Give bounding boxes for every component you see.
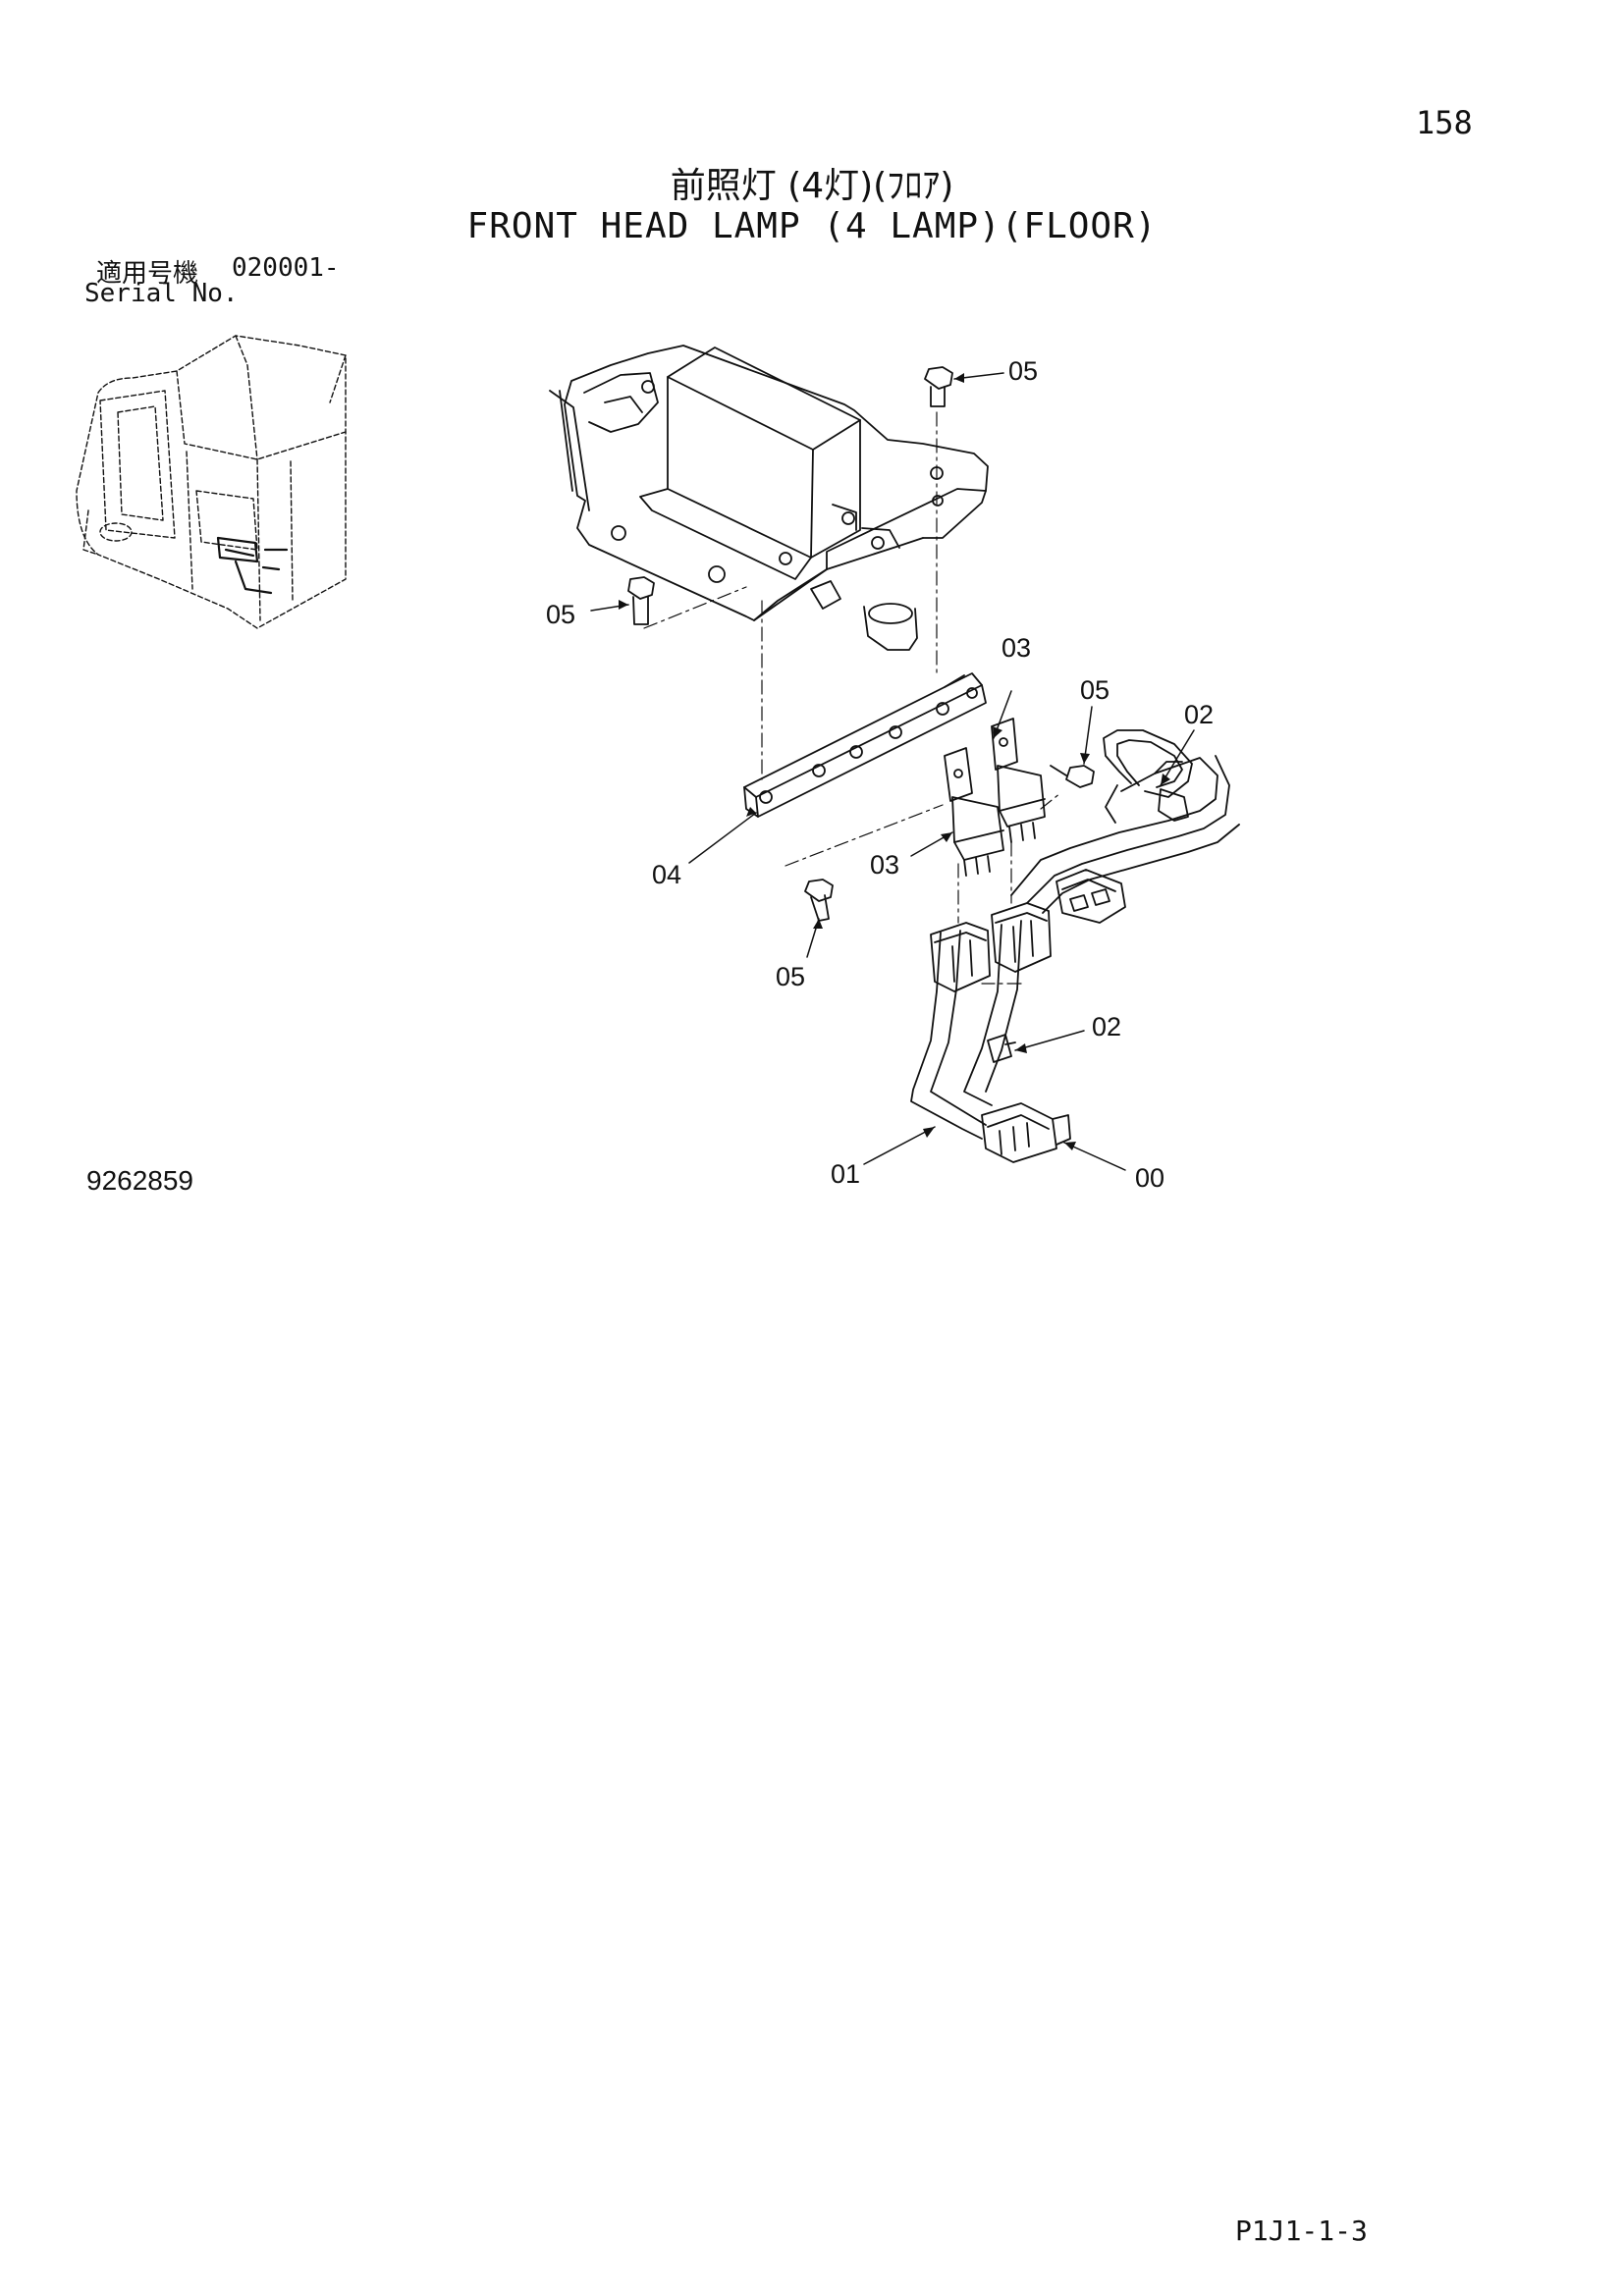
part-label-02-upper: 02 (1184, 700, 1214, 729)
relay-rear (991, 718, 1046, 843)
lamp-mounting-plate (549, 345, 989, 651)
serial-label-japanese: 適用号機 (96, 259, 199, 289)
relay-front (944, 747, 1004, 877)
relay-bracket (743, 672, 987, 818)
part-label-03-upper: 03 (1001, 633, 1031, 663)
main-connector (981, 1102, 1071, 1163)
leader-arrowheads (619, 373, 1170, 1150)
drawing-number: 9262859 (86, 1165, 194, 1196)
part-label-02-lower: 02 (1092, 1012, 1121, 1041)
wiring-harness (910, 755, 1240, 1140)
ballast-box (639, 347, 861, 580)
part-label-05-top: 05 (1008, 356, 1038, 386)
part-number-labels: 05 05 03 05 02 03 04 05 02 01 00 (546, 356, 1214, 1193)
part-label-05-left: 05 (546, 600, 575, 629)
part-label-05-right: 05 (1080, 675, 1110, 705)
part-label-05-bottom: 05 (776, 962, 805, 991)
part-label-03-lower: 03 (870, 850, 899, 880)
leader-lines (590, 372, 1195, 1171)
bolt-bottom (804, 879, 834, 922)
page-number: 158 (1416, 104, 1473, 141)
part-label-00: 00 (1135, 1163, 1164, 1193)
footer-page-code: P1J1-1-3 (1235, 2215, 1368, 2247)
page-title-japanese: 前照灯 (4灯)(ﾌﾛｱ) (670, 166, 954, 206)
bolt-right (1050, 765, 1095, 788)
serial-label-english: Serial No. (84, 279, 239, 308)
page-title-english: FRONT HEAD LAMP (4 LAMP)(FLOOR) (466, 206, 1158, 246)
bolt-top (924, 366, 953, 407)
part-label-04: 04 (652, 860, 681, 889)
assembly-lines (643, 411, 1061, 985)
bolt-left (627, 576, 655, 625)
harness-loop-connector (1103, 729, 1193, 822)
harness-relay-connector-right (1056, 869, 1126, 924)
relay-socket-right (991, 902, 1052, 973)
harness-clip (987, 1034, 1016, 1063)
cab-location-thumbnail (76, 335, 347, 629)
serial-range-value: 020001- (232, 253, 340, 283)
relay-socket-left (930, 922, 991, 992)
cab-highlight-marker (216, 536, 289, 595)
part-label-01: 01 (831, 1159, 860, 1189)
